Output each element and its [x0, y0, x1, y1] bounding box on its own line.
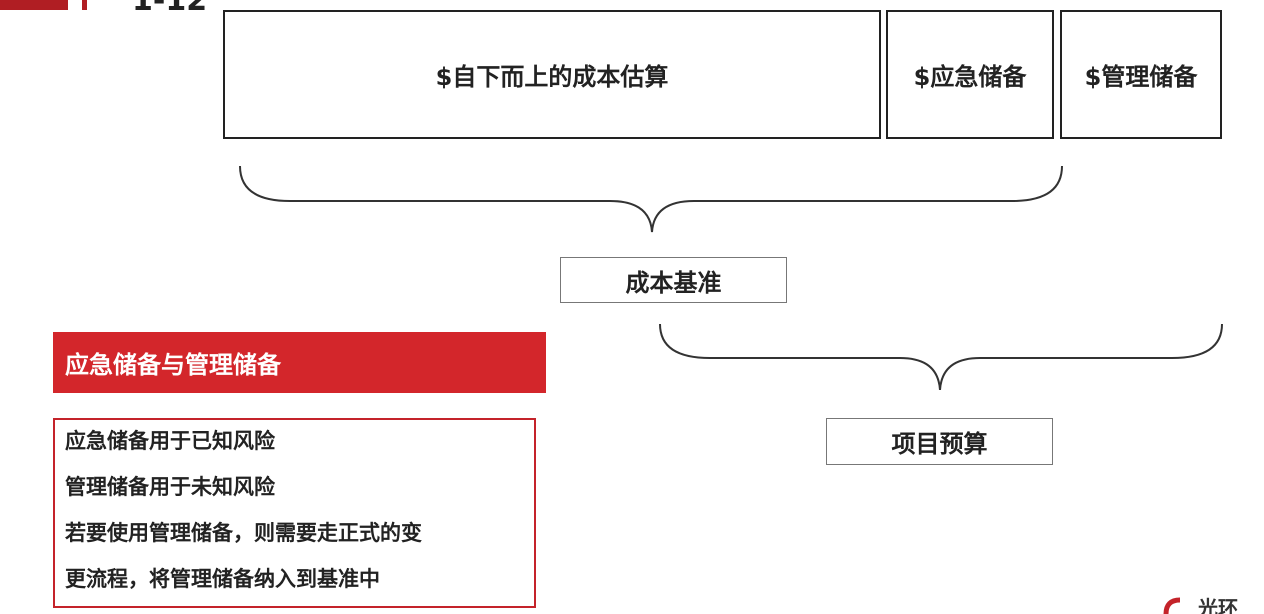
project-budget-brace	[659, 323, 1223, 391]
watermark-logo: 光环	[1158, 594, 1264, 614]
contingency-reserve-box: $应急储备	[886, 10, 1054, 139]
watermark-swirl-icon	[1163, 597, 1181, 614]
note-line-contingency: 应急储备用于已知风险	[65, 429, 275, 453]
project-budget-label: 项目预算	[891, 430, 988, 458]
note-line-change-process-2: 更流程，将管理储备纳入到基准中	[65, 567, 380, 591]
cost-baseline-box: 成本基准	[560, 257, 787, 303]
bottom-up-estimate-box: $自下而上的成本估算	[223, 10, 881, 139]
slide-number: 1-12	[132, 0, 208, 18]
contingency-reserve-label: $应急储备	[913, 63, 1027, 91]
reserves-header-title: 应急储备与管理储备	[65, 351, 281, 379]
cost-baseline-label: 成本基准	[625, 268, 722, 297]
management-reserve-box: $管理储备	[1060, 10, 1222, 139]
reserves-notes-box: 应急储备用于已知风险 管理储备用于未知风险 若要使用管理储备，则需要走正式的变 …	[53, 418, 536, 608]
management-reserve-label: $管理储备	[1084, 63, 1198, 91]
note-line-management: 管理储备用于未知风险	[65, 475, 275, 499]
project-budget-box: 项目预算	[826, 418, 1053, 465]
reserves-header: 应急储备与管理储备	[53, 332, 546, 393]
cost-baseline-brace	[239, 165, 1063, 233]
note-line-change-process-1: 若要使用管理储备，则需要走正式的变	[65, 521, 422, 545]
logo-bar	[82, 0, 87, 10]
watermark-text: 光环	[1198, 596, 1238, 614]
bottom-up-estimate-label: $自下而上的成本估算	[435, 63, 669, 91]
logo-fragment	[0, 0, 68, 10]
